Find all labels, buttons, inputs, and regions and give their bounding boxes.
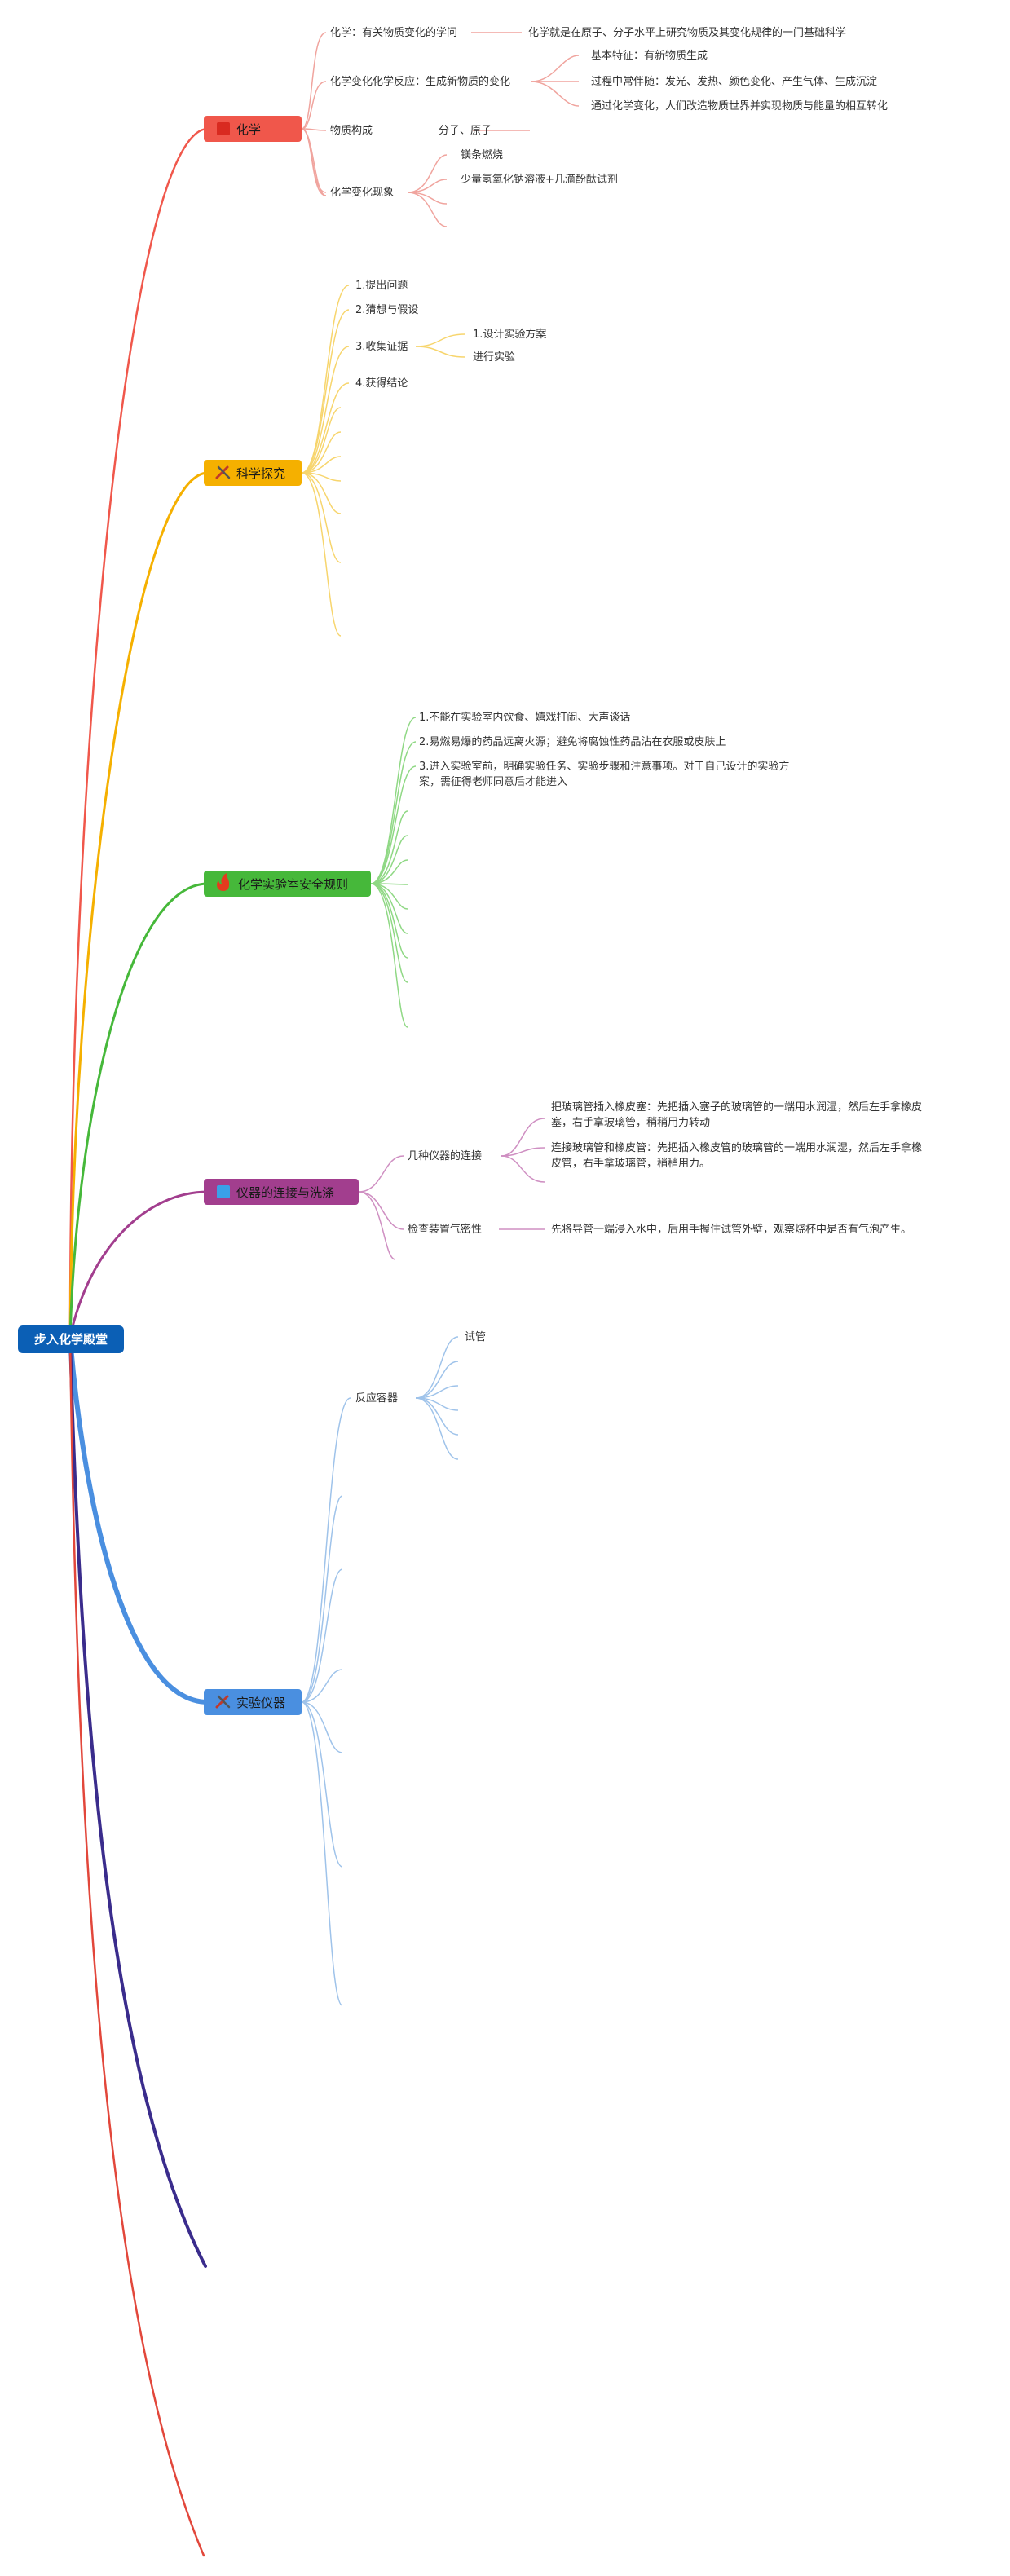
safety-rule-3-line-1[interactable]: 3.进入实验室前，明确实验任务、实验步骤和注意事项。对于自己设计的实验方 [419,760,789,773]
red-square-icon [217,122,230,135]
branch-line-instruments [68,1334,210,1705]
connection-leaf-airtight[interactable]: 先将导管一端浸入水中，后用手握住试管外壁，观察烧杯中是否有气泡产生。 [551,1223,911,1236]
root-label: 步入化学殿堂 [34,1332,108,1347]
branch-node-inquiry[interactable]: 科学探究 [204,460,302,486]
safety-rule-2[interactable]: 2.易燃易爆的药品远离火源；避免将腐蚀性药品沾在衣服或皮肤上 [419,735,726,748]
blue-square-icon [217,1185,230,1198]
tools-icon [215,465,231,479]
connection-leaf-tube-line-2[interactable]: 皮管，右手拿玻璃管，稍稍用力。 [551,1157,710,1170]
chem-leaf-definition[interactable]: 化学就是在原子、分子水平上研究物质及其变化规律的一门基础科学 [528,26,846,39]
branch-label-connection: 仪器的连接与洗涤 [236,1185,334,1200]
branch-label-instruments: 实验仪器 [236,1696,285,1710]
branch-node-connection[interactable]: 仪器的连接与洗涤 [204,1179,359,1205]
chem-leaf-phenomenon-1[interactable]: 镁条燃烧 [461,148,503,161]
branch-line-safety [68,882,209,1339]
branch-label-inquiry: 科学探究 [236,466,285,481]
chem-leaf-composition[interactable]: 分子、原子 [439,125,492,137]
chem-node-composition[interactable]: 物质构成 [330,125,373,137]
connection-node-airtight[interactable]: 检查装置气密性 [408,1223,482,1236]
safety-rule-3-line-2[interactable]: 案，需征得老师同意后才能进入 [419,775,567,788]
branch-node-safety[interactable]: 化学实验室安全规则 [204,871,371,897]
chem-leaf-transform[interactable]: 通过化学变化，人们改造物质世界并实现物质与能量的相互转化 [591,99,888,112]
branch-line-inquiry [68,471,209,1339]
inquiry-leaf-conduct[interactable]: 进行实验 [473,351,515,364]
instruments-node-container[interactable]: 反应容器 [355,1392,398,1405]
branch-label-safety: 化学实验室安全规则 [238,877,348,892]
connection-node-instruments[interactable]: 几种仪器的连接 [408,1149,482,1162]
root-node[interactable]: 步入化学殿堂 [18,1325,124,1353]
chem-leaf-accompany[interactable]: 过程中常伴随：发光、发热、颜色变化、产生气体、生成沉淀 [591,75,877,88]
chem-leaf-basic-feature[interactable]: 基本特征：有新物质生成 [591,49,708,62]
branch-line-indigo [68,1335,207,2268]
tools-icon [215,1695,231,1709]
connection-leaf-plug-line-2[interactable]: 塞，右手拿玻璃管，稍稍用力转动 [551,1116,710,1129]
safety-rule-1[interactable]: 1.不能在实验室内饮食、嬉戏打闹、大声谈话 [419,711,630,724]
branch-label-chemistry: 化学 [236,122,261,137]
inquiry-step-4[interactable]: 4.获得结论 [355,377,408,390]
chem-node-phenomenon[interactable]: 化学变化现象 [330,186,394,199]
chem-node-reaction[interactable]: 化学变化化学反应：生成新物质的变化 [330,75,510,88]
inquiry-step-1[interactable]: 1.提出问题 [355,279,408,292]
instruments-leaf-test-tube[interactable]: 试管 [465,1331,486,1343]
branch-node-instruments[interactable]: 实验仪器 [204,1689,302,1715]
inquiry-step-3[interactable]: 3.收集证据 [355,340,408,353]
branch-line-red [68,1335,205,2557]
fire-icon [217,873,230,891]
chem-node-definition[interactable]: 化学：有关物质变化的学问 [330,26,457,39]
branch-line-chemistry [68,127,209,1339]
chem-leaf-phenomenon-2[interactable]: 少量氢氧化钠溶液+几滴酚酞试剂 [461,173,618,186]
inquiry-leaf-design[interactable]: 1.设计实验方案 [473,328,546,341]
connection-leaf-plug-line-1[interactable]: 把玻璃管插入橡皮塞：先把插入塞子的玻璃管的一端用水润湿，然后左手拿橡皮 [551,1101,922,1114]
inquiry-step-2[interactable]: 2.猜想与假设 [355,303,418,316]
connection-leaf-tube-line-1[interactable]: 连接玻璃管和橡皮管：先把插入橡皮管的玻璃管的一端用水润湿，然后左手拿橡 [551,1141,922,1154]
branch-line-connection [68,1190,209,1339]
branch-node-chemistry[interactable]: 化学 [204,116,302,142]
